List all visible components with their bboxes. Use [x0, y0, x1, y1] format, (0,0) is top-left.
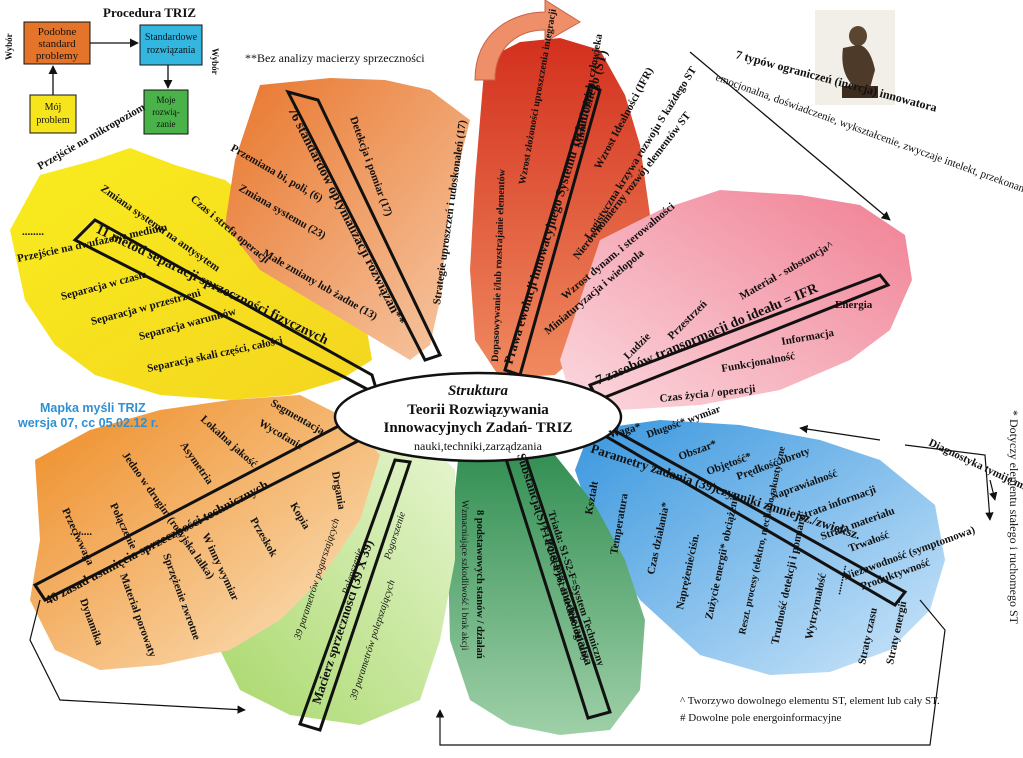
footnote-hash: # Dowolne pole energoinformacyjne	[680, 712, 842, 724]
box-my-problem-line2: problem	[36, 115, 70, 126]
box-solution-line3: zanie	[157, 119, 176, 129]
ifr-item: Energia	[835, 299, 873, 311]
separation-item: ........	[22, 226, 44, 238]
petal-principles	[30, 395, 380, 670]
evolution-arrow-icon	[474, 0, 581, 81]
mindmap-version: wersja 07, cc 05.02.12 r.	[17, 416, 158, 430]
footnote-star: * Dotyczy elementu stałego i ruchomego S…	[1007, 410, 1021, 625]
box-my-problem-line1: Mój	[45, 102, 62, 113]
box-solution-line1: Moje	[157, 95, 176, 105]
center-line3: Innowacyjnych Zadań- TRIZ	[384, 420, 573, 436]
box-standard-line1: Standardowe	[145, 32, 198, 43]
procedure-diagram: Procedura TRIZ Podobne standard problemy…	[4, 5, 220, 135]
thinker-statue-image	[815, 10, 895, 105]
procedure-title: Procedura TRIZ	[103, 5, 196, 20]
wybor-left: Wybór	[4, 33, 14, 60]
center-line4: nauki,techniki,zarządzania	[414, 439, 543, 453]
footnote-caret: ^ Tworzywo dowolnego elementu ST, elemen…	[680, 695, 940, 707]
substance-item: 8 podstawowych stanów / działań	[474, 510, 485, 659]
connector-arrows	[29, 424, 998, 746]
parameter-item: Kształt	[583, 480, 601, 516]
box-similar-line2: standard	[38, 38, 76, 50]
box-standard-line2: rozwiązania	[147, 45, 196, 56]
note-no-matrix: **Bez analizy macierzy sprzeczności	[245, 51, 425, 65]
petal-parameters	[575, 420, 945, 675]
wybor-right: Wybór	[210, 48, 220, 75]
center-line1: Struktura	[448, 383, 509, 399]
box-similar-line3: problemy	[36, 50, 79, 62]
petal-ifr	[560, 190, 912, 410]
principle-item: ........	[70, 526, 92, 538]
box-similar-line1: Podobne	[38, 26, 77, 38]
box-solution-line2: rozwią-	[152, 107, 179, 117]
mindmap-title: Mapka myśli TRIZ	[40, 401, 146, 415]
center-ellipse	[333, 371, 623, 463]
center-line2: Teorii Rozwiązywania	[407, 402, 549, 418]
substance-item: Wzmacniające szkodliwość i brak akcji	[459, 500, 469, 651]
